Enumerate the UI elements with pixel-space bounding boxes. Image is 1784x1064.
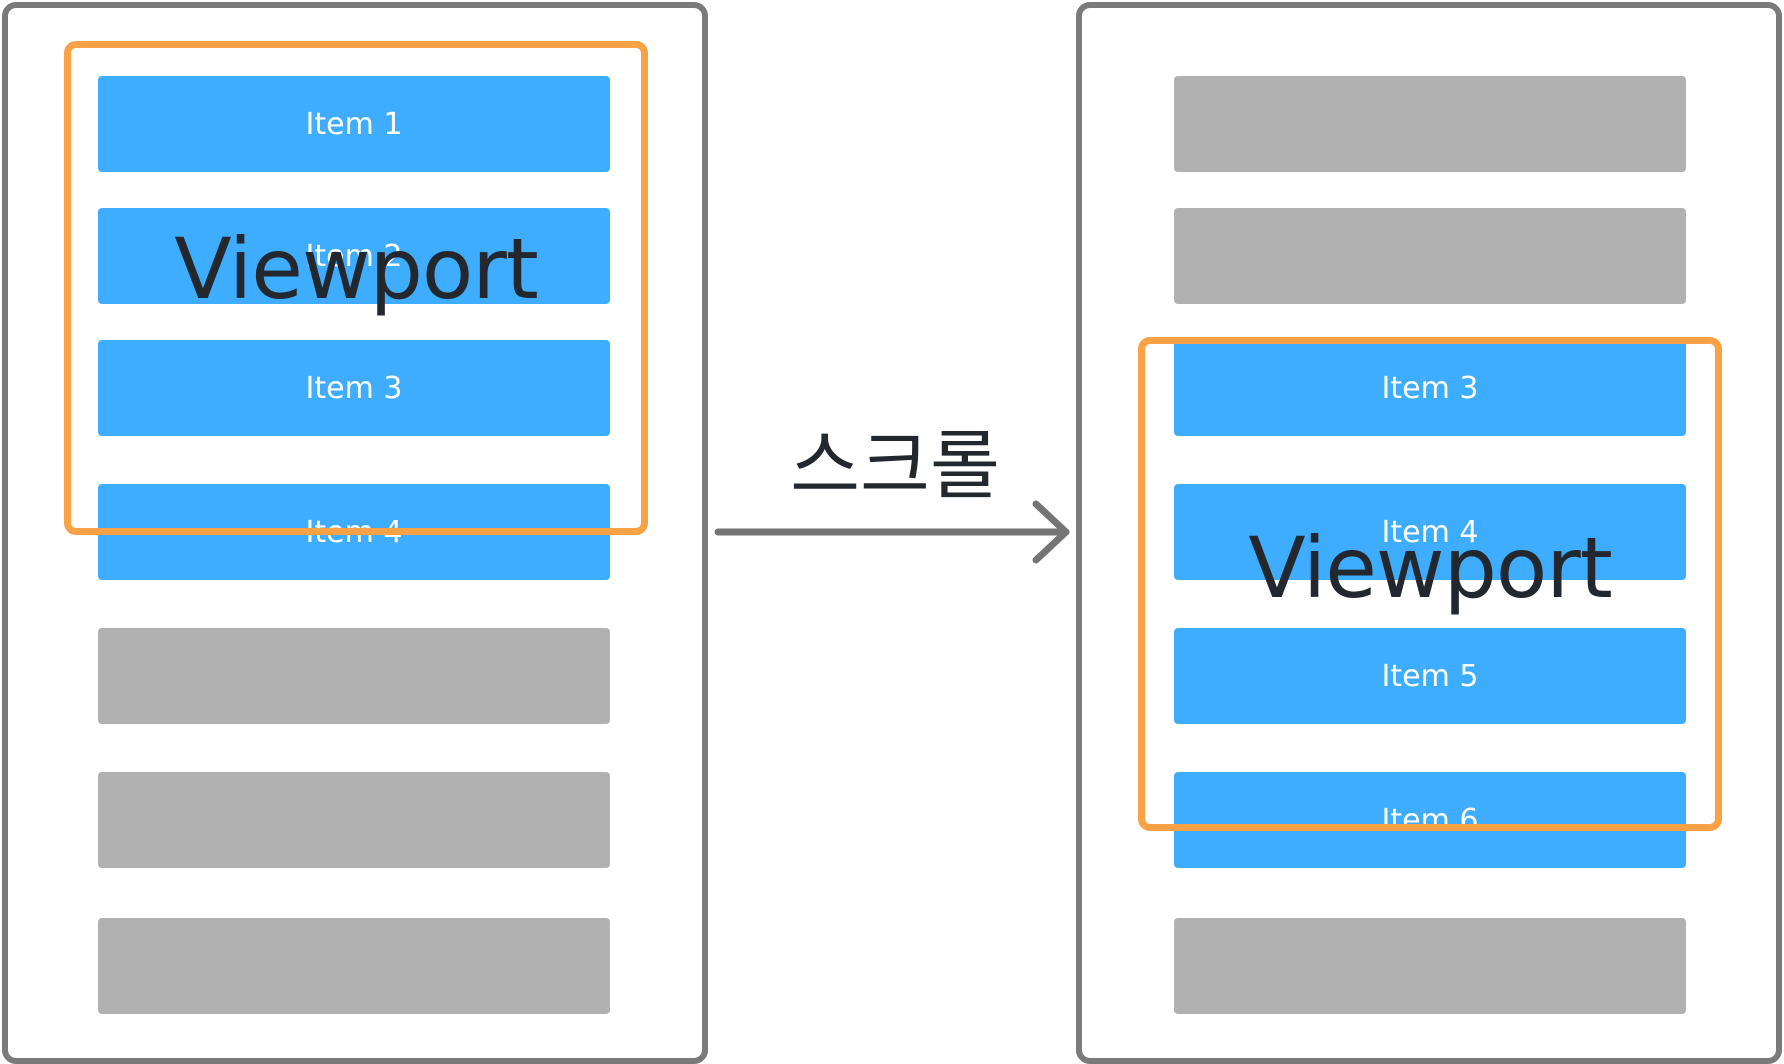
left-list-item-6: [98, 772, 610, 868]
right-list-item-label: Item 4: [1381, 514, 1479, 550]
viewport-label-right: Viewport: [1248, 519, 1613, 617]
left-list-item-3: Item 3: [98, 340, 610, 436]
left-list-item-1: Item 1: [98, 76, 610, 172]
right-list-item-2: [1174, 208, 1686, 304]
right-list-item-4: Item 4: [1174, 484, 1686, 580]
viewport-label-left: Viewport: [174, 220, 539, 318]
scroll-label: 스크롤: [790, 421, 1000, 510]
right-arrow-icon: [714, 500, 1070, 564]
right-list-item-label: Item 6: [1381, 802, 1479, 838]
right-list-item-1: [1174, 76, 1686, 172]
left-list-item-2: Item 2: [98, 208, 610, 304]
viewport-frame-right: Viewport: [1138, 337, 1722, 831]
right-list-item-3: Item 3: [1174, 340, 1686, 436]
left-list-item-7: [98, 918, 610, 1014]
left-list-item-label: Item 2: [305, 238, 403, 274]
left-list-item-label: Item 3: [305, 370, 403, 406]
right-list-item-6: Item 6: [1174, 772, 1686, 868]
right-list-item-label: Item 5: [1381, 658, 1479, 694]
left-list-item-5: [98, 628, 610, 724]
right-list-item-7: [1174, 918, 1686, 1014]
viewport-frame-left: Viewport: [64, 41, 648, 535]
right-list-item-label: Item 3: [1381, 370, 1479, 406]
right-list-item-5: Item 5: [1174, 628, 1686, 724]
left-list-item-label: Item 1: [305, 106, 403, 142]
